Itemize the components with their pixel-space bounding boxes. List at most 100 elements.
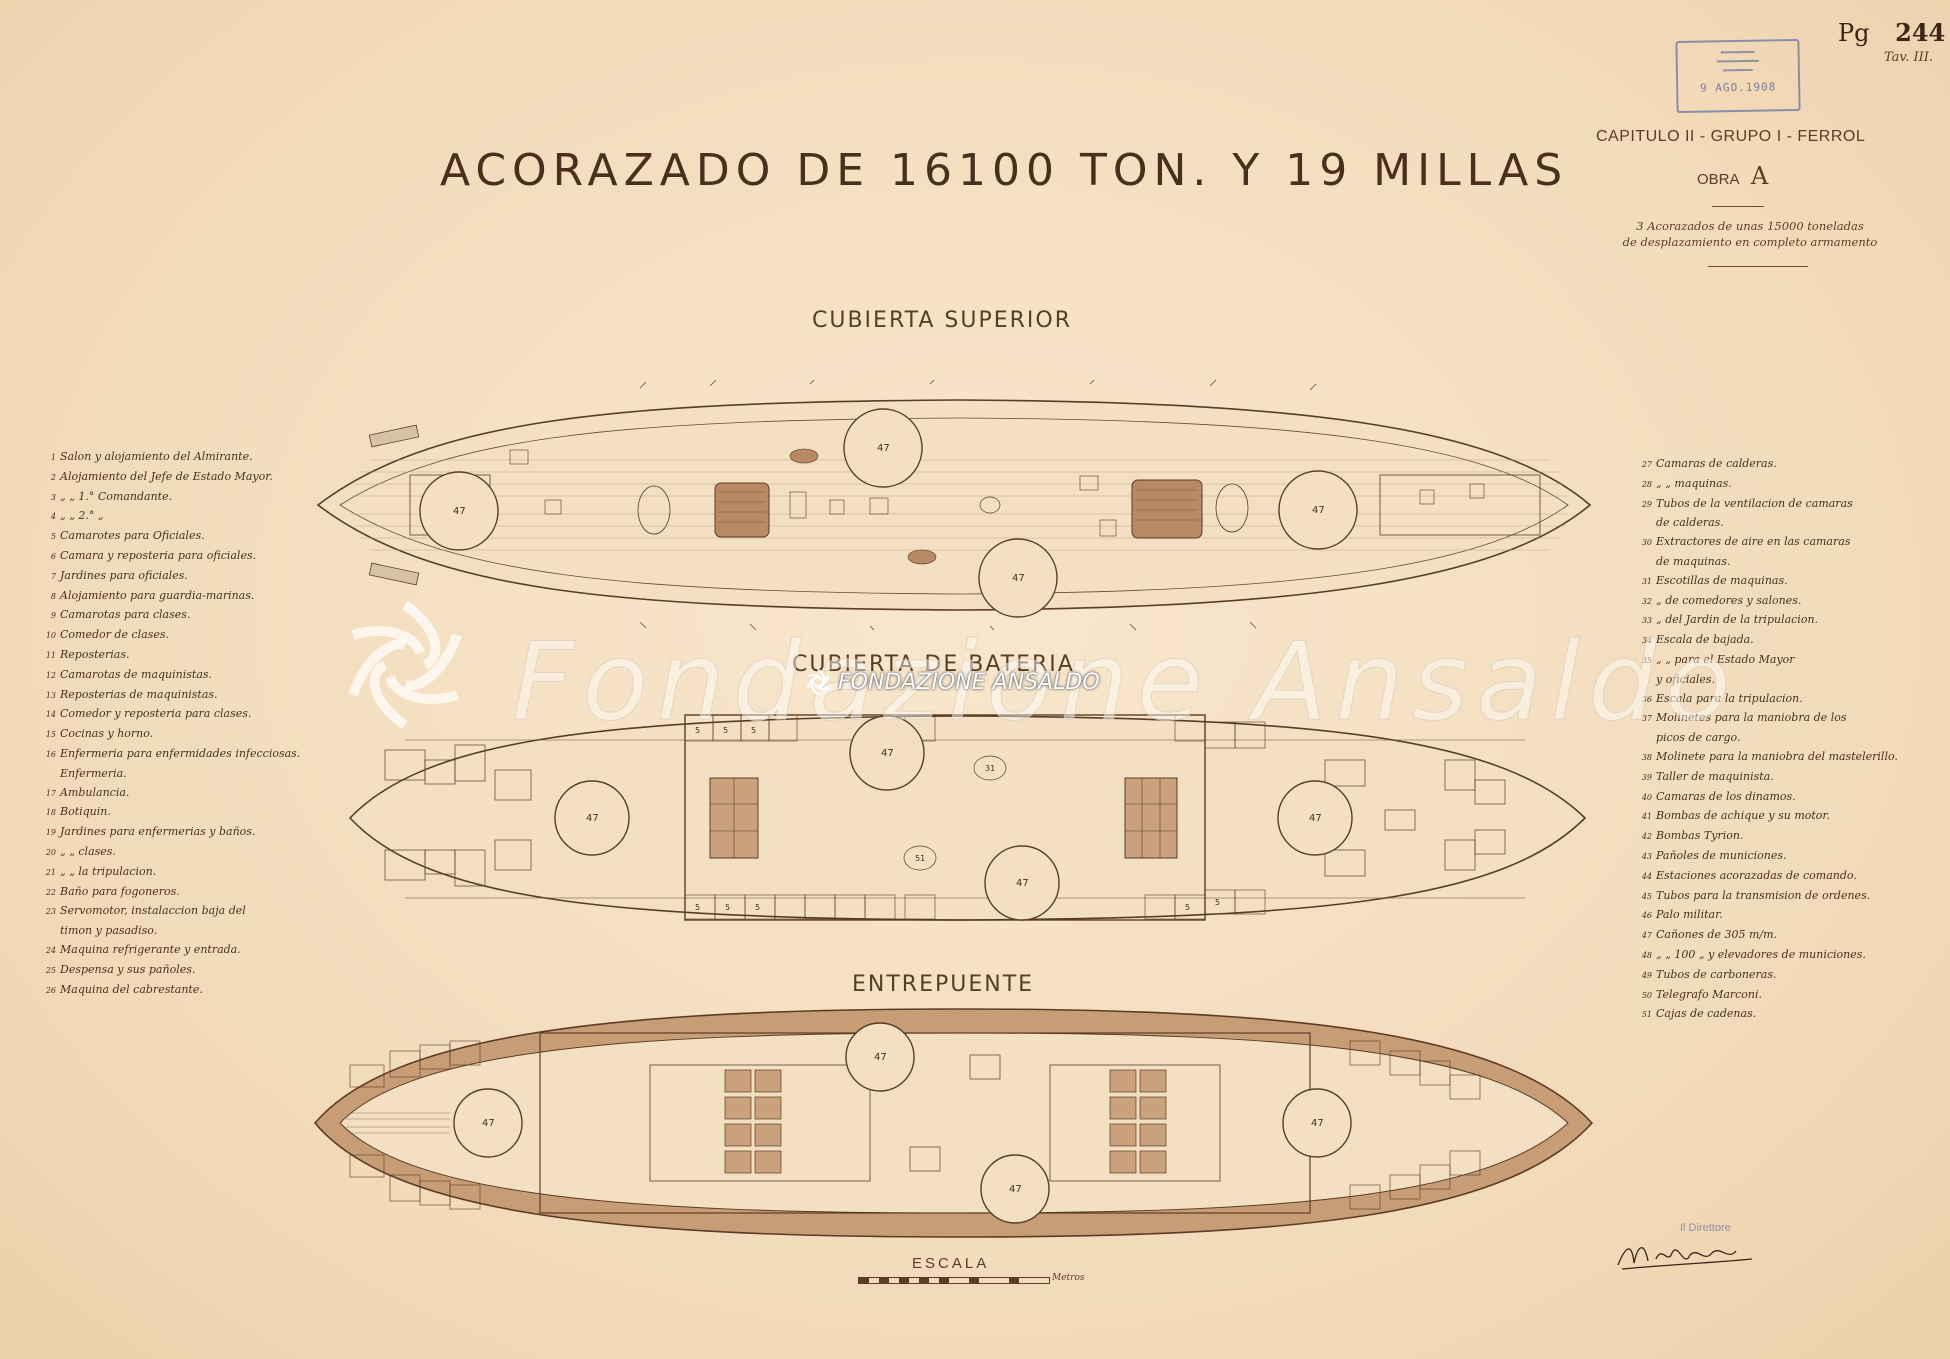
director-label: Il Direttore xyxy=(1680,1222,1731,1234)
fondazione-logo-icon xyxy=(348,600,462,730)
legend-item: de maquinas. xyxy=(1636,553,1898,572)
turret-label: 47 xyxy=(1309,813,1322,824)
legend-item-number: 15 xyxy=(45,730,56,740)
room-label: 5 xyxy=(751,726,756,735)
legend-item-number: 25 xyxy=(45,965,56,975)
legend-item-text: Salon y alojamiento del Almirante. xyxy=(60,450,253,463)
legend-item-text: Baño para fogoneros. xyxy=(60,884,180,898)
legend-item: Enfermeria. xyxy=(40,765,300,784)
davits-upper xyxy=(639,380,1317,630)
legend-item-text: „ „ 1.° Comandante. xyxy=(60,489,173,503)
inner-deck-between xyxy=(339,1032,1569,1214)
turret-label: 47 xyxy=(1009,1184,1022,1195)
legend-item-number: 39 xyxy=(1641,772,1652,782)
legend-item-text: Jardines para oficiales. xyxy=(60,568,188,582)
obra-heading: OBRA A xyxy=(1697,162,1768,190)
ventilator-aft xyxy=(637,485,671,535)
legend-item-number: 48 xyxy=(1641,950,1652,960)
legend-item-number: 7 xyxy=(50,571,56,581)
legend-item: 3„ „ 1.° Comandante. xyxy=(40,488,300,508)
legend-item-text: Molinete para la maniobra del masteleril… xyxy=(1656,749,1898,763)
forecastle-block xyxy=(1379,474,1541,536)
room-label: 5 xyxy=(695,903,700,912)
turret-47-aft-between xyxy=(453,1088,523,1158)
legend-item-text: Comedor y reposteria para clases. xyxy=(60,707,252,721)
stamp-date: 9 AGO.1908 xyxy=(1699,80,1777,95)
legend-item: 26 Maquina del cabrestante. xyxy=(40,981,300,1001)
header-rule-2 xyxy=(1708,266,1808,267)
legend-item-text: Tubos de carboneras. xyxy=(1656,967,1777,981)
turret-label: 47 xyxy=(1012,573,1025,584)
legend-item-number: 22 xyxy=(45,887,56,897)
legend-item-text: „ „ para el Estado Mayor xyxy=(1656,652,1795,666)
director-signature xyxy=(1617,1247,1753,1270)
turret-label: 47 xyxy=(1311,1118,1324,1129)
section-title-between: ENTREPUENTE xyxy=(852,972,1035,997)
legend-item-number: 31 xyxy=(1641,576,1652,586)
battery-citadel xyxy=(684,714,1206,921)
legend-item-number: 23 xyxy=(45,907,56,917)
legend-item-number: 41 xyxy=(1641,812,1652,822)
legend-item-text: Servomotor, instalaccion baja del xyxy=(60,904,246,918)
legend-item-text: „ „ 2.° „ xyxy=(60,509,104,523)
escotilla-31-battery xyxy=(973,755,1007,781)
legend-item-number: 40 xyxy=(1641,792,1652,802)
legend-item-text: Escala para la tripulacion. xyxy=(1656,691,1803,705)
legend-item-text: Tubos para la transmision de ordenes. xyxy=(1656,888,1871,902)
room-label: 5 xyxy=(1215,898,1220,907)
legend-item-text: Cañones de 305 m/m. xyxy=(1656,928,1778,942)
boilers-aft-between xyxy=(724,1069,782,1174)
turret-47-fore-battery xyxy=(1277,780,1353,856)
room-label: 31 xyxy=(985,764,995,773)
legend-item-text: Taller de maquinista. xyxy=(1656,769,1774,783)
legend-item-text: Maquina del cabrestante. xyxy=(60,982,203,996)
stern-hatching xyxy=(346,1112,450,1134)
legend-item-number: 26 xyxy=(45,985,56,995)
legend-item-text: Camarotes para Oficiales. xyxy=(60,529,205,543)
legend-item-number: 4 xyxy=(50,512,56,522)
legend-item-text: Alojamiento para guardia-marinas. xyxy=(60,588,255,602)
legend-item-text: Reposterias de maquinistas. xyxy=(60,687,218,701)
cabins-starboard-battery xyxy=(684,889,1266,920)
legend-item-number: 30 xyxy=(1641,538,1652,548)
legend-item: 23 Servomotor, instalaccion baja del xyxy=(40,902,300,922)
legend-item-number: 24 xyxy=(45,945,56,955)
turret-label: 47 xyxy=(874,1052,887,1063)
funnel-casing-grid-battery xyxy=(710,778,1177,858)
legend-item-text: de maquinas. xyxy=(1656,554,1731,568)
turret-47-starboard-battery xyxy=(984,845,1060,921)
legend-item-number: 50 xyxy=(1641,990,1652,1000)
escotilla-51-battery xyxy=(903,845,937,871)
legend-item-text: „ „ clases. xyxy=(60,844,116,858)
legend-item: 4 „ „ 2.° „ xyxy=(40,507,300,527)
turret-47-aft-battery xyxy=(554,780,630,856)
legend-item: 32„ de comedores y salones. xyxy=(1636,592,1898,612)
legend-item-number: 19 xyxy=(45,828,56,838)
legend-item-text: „ „ 100 „ y elevadores de municiones. xyxy=(1656,947,1866,961)
legend-item-number: 35 xyxy=(1641,655,1652,665)
legend-item: 35 „ „ para el Estado Mayor xyxy=(1636,651,1898,671)
legend-item-number: 18 xyxy=(45,808,56,818)
legend-item-number: 28 xyxy=(1641,479,1652,489)
obra-letter: A xyxy=(1750,162,1769,190)
scale-unit: Metros xyxy=(1052,1273,1085,1283)
engine-room-fore-between xyxy=(1049,1064,1221,1182)
legend-item-number: 9 xyxy=(50,611,56,621)
legend-item: 22 Baño para fogoneros. xyxy=(40,883,300,903)
